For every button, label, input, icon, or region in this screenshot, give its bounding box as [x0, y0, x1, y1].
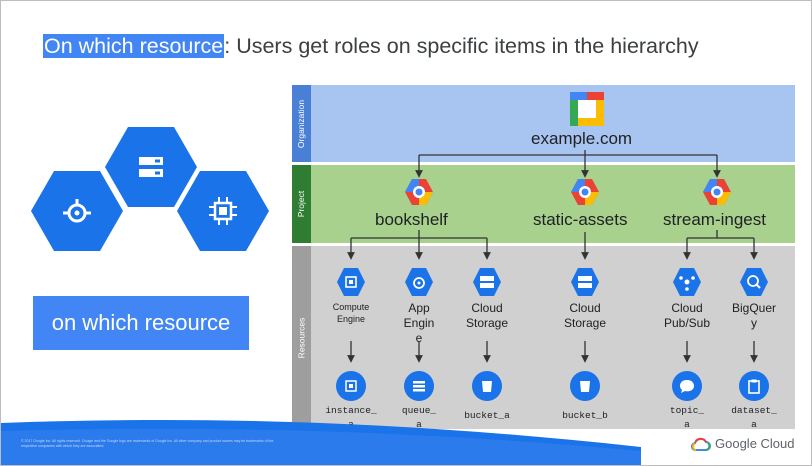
org-name: example.com — [531, 129, 633, 148]
project-name: bookshelf — [375, 210, 448, 229]
slide-title: On which resource: Users get roles on sp… — [43, 34, 699, 59]
resource-instance-label: bucket_b — [562, 410, 608, 421]
google-cloud-logo-icon — [691, 437, 711, 451]
cloud-storage-icon — [571, 268, 599, 296]
project-name: stream-ingest — [663, 210, 766, 229]
product-icon-cluster — [31, 121, 271, 261]
compute-engine-icon — [337, 268, 365, 296]
on-which-resource-pill: on which resource — [33, 296, 249, 350]
project-icon — [703, 179, 731, 205]
title-highlight: On which resource — [43, 34, 225, 58]
app-engine-hex-icon — [31, 171, 123, 251]
app-engine-icon — [405, 268, 433, 296]
legal-notice: © 2017 Google Inc. All rights reserved. … — [21, 439, 274, 448]
google-cloud-org-icon — [570, 92, 604, 126]
resources-band: Resources — [292, 246, 795, 429]
project-icon — [571, 179, 599, 205]
queue-icon — [404, 371, 434, 401]
brand-name: Google Cloud — [715, 436, 795, 451]
google-cloud-brand: Google Cloud — [691, 436, 795, 451]
bucket-icon — [472, 371, 502, 401]
resource-instance-label: queue_a — [401, 405, 437, 430]
chat-icon — [672, 371, 702, 401]
resources-tab-label: Resources — [296, 317, 307, 358]
footer-swoosh — [1, 420, 641, 465]
resource-instance-label: topic_a — [669, 405, 705, 430]
organization-band: Organization — [292, 85, 795, 162]
project-tab-label: Project — [296, 190, 307, 218]
storage-hex-icon — [105, 127, 197, 207]
resource-instance-label: bucket_a — [464, 410, 510, 421]
bucket-icon — [570, 371, 600, 401]
organization-tab-label: Organization — [296, 99, 307, 148]
bigquery-icon — [740, 268, 768, 296]
title-rest: : Users get roles on specific items in t… — [224, 34, 699, 58]
project-icon — [405, 179, 433, 205]
chip-icon — [336, 371, 366, 401]
project-name: static-assets — [533, 210, 628, 229]
compute-hex-icon — [177, 171, 269, 251]
clipboard-icon — [739, 371, 769, 401]
cloud-storage-icon — [473, 268, 501, 296]
resource-instance-label: dataset_a — [731, 405, 777, 430]
pubsub-icon — [673, 268, 701, 296]
